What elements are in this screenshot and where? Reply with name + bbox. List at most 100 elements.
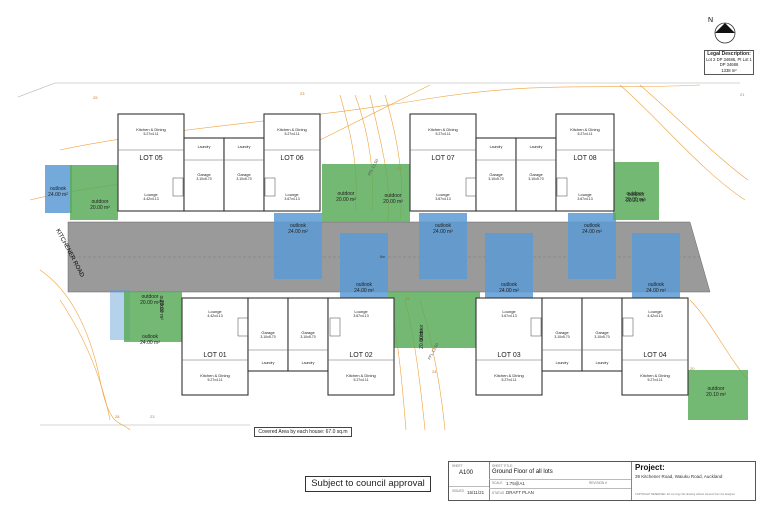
outlook-value: 24.00 m² [499,288,519,294]
room-area: 5.27x4.11 [435,132,450,136]
room-label: Kitchen & Dining [200,373,230,378]
room-area: 5.27x4.11 [284,132,299,136]
outlook-area [274,213,322,279]
outdoor-label: outdoor [708,386,725,392]
stairs [172,177,634,337]
site-boundary [17,82,740,98]
lot-label: LOT 02 [349,352,372,359]
contour-value: 28 [115,414,120,419]
outdoor-value: 20.00 m² [383,199,403,205]
outdoor-label: outdoor [338,191,355,197]
outlook-value: 24.00 m² [433,229,453,235]
council-approval-note: Subject to council approval [305,476,431,492]
room-area: 3.67x4.13 [353,314,368,318]
room-label: Kitchen & Dining [428,127,458,132]
legal-description: Legal Description: Lot 2 DP 34686, Pt Lo… [704,50,754,75]
room-label: Garage [237,172,251,177]
lot-02-garage [287,297,329,372]
outlook-value: 24.00 m² [48,192,68,198]
outlook-area [632,233,680,299]
room-label: Lounge [144,192,158,197]
room-area: 5.27x4.11 [207,378,222,382]
room-label: Laundry [556,361,569,365]
contour-value: 23 [150,414,155,419]
legal-area: 1338 m² [721,67,737,73]
copyright-note: COPYRIGHT RESERVED. Do not copy this dra… [635,493,736,496]
lot-label: LOT 07 [431,155,454,162]
scale-label: SCALE [492,481,503,485]
outlook-value: 24.00 m² [582,229,602,235]
outlook-areas [45,165,680,340]
room-area: 3.10x5.70 [196,177,211,181]
contour-value: 21 [740,92,745,97]
interior-walls [118,149,688,361]
outlook-area [419,213,467,279]
buildings [117,113,689,396]
room-label: Laundry [596,361,609,365]
outdoor-label: outdoor [92,199,109,205]
room-label: Garage [529,172,543,177]
lot-label: LOT 04 [643,352,666,359]
outlook-area [45,165,72,213]
north-label: N [708,17,713,24]
outdoor-area [370,164,410,222]
sheet-label: SHEET [452,464,463,468]
outdoor-area [613,162,659,220]
project-address: 39 Kitchener Road, Waiuku Road, Auckland [635,474,723,479]
contour-value: 24 [432,369,437,374]
room-label: Lounge [208,309,222,314]
outdoor-value: 20.21 m² [626,198,646,204]
room-label: Kitchen & Dining [277,127,307,132]
room-area: 5.27x4.11 [577,132,592,136]
room-label: Kitchen & Dining [570,127,600,132]
lot-06-garage [223,137,265,212]
room-label: Laundry [302,361,315,365]
room-label: Laundry [262,361,275,365]
room-label: Garage [489,172,503,177]
room-area: 5.27x4.11 [501,378,516,382]
outlook-label: outlook [584,223,601,229]
room-area: 4.42x4.13 [647,314,662,318]
room-label: Lounge [502,309,516,314]
outdoor-label: outdoor [628,192,645,198]
room-label: Laundry [238,145,251,149]
outlook-label: outlook [290,223,307,229]
legal-line: DP 34686 [719,62,739,68]
outlook-area [340,233,388,299]
outdoor-label: outdoor [142,294,159,300]
room-label: Garage [197,172,211,177]
room-label: Garage [301,330,315,335]
outdoor-value: 20.10 m² [706,392,726,398]
outlook-label: outlook [356,282,373,288]
lot-01-garage [247,297,289,372]
sheet-title: Ground Floor of all lots [492,469,553,475]
lot-label: LOT 01 [203,352,226,359]
room-label: Kitchen & Dining [640,373,670,378]
room-area: 3.67x4.13 [435,197,450,201]
room-area: 4.42x4.13 [143,197,158,201]
room-area: 5.27x4.11 [647,378,662,382]
legal-heading: Legal Description: [707,51,751,57]
room-area: 4.42x4.13 [207,314,222,318]
issued-label: ISSUED [452,489,464,493]
scale-value: 1:75@A1 [506,481,525,486]
room-area: 5.27x4.11 [353,378,368,382]
room-area: 3.10x5.70 [554,335,569,339]
lot-05-garage [183,137,225,212]
room-label: Lounge [354,309,368,314]
room-area: 3.10x5.70 [528,177,543,181]
lot-01-building [181,297,249,396]
outlook-label: outlook [501,282,518,288]
outlook-value: 24.00 m² [354,288,374,294]
room-area: 3.67x4.13 [284,197,299,201]
project-label: Project: [635,463,665,472]
outdoor-value: 20.00 m² [419,329,425,349]
outdoor-label: outdoor [385,193,402,199]
outdoor-value: 20.00 m² [140,300,160,306]
outdoor-label: outdoor [158,296,164,313]
outdoor-area [70,165,118,220]
lot-04-building [621,297,689,396]
covered-area-note: Covered Area by each house: 67.0 sq.m [254,427,352,437]
lot-02-building [327,297,395,396]
